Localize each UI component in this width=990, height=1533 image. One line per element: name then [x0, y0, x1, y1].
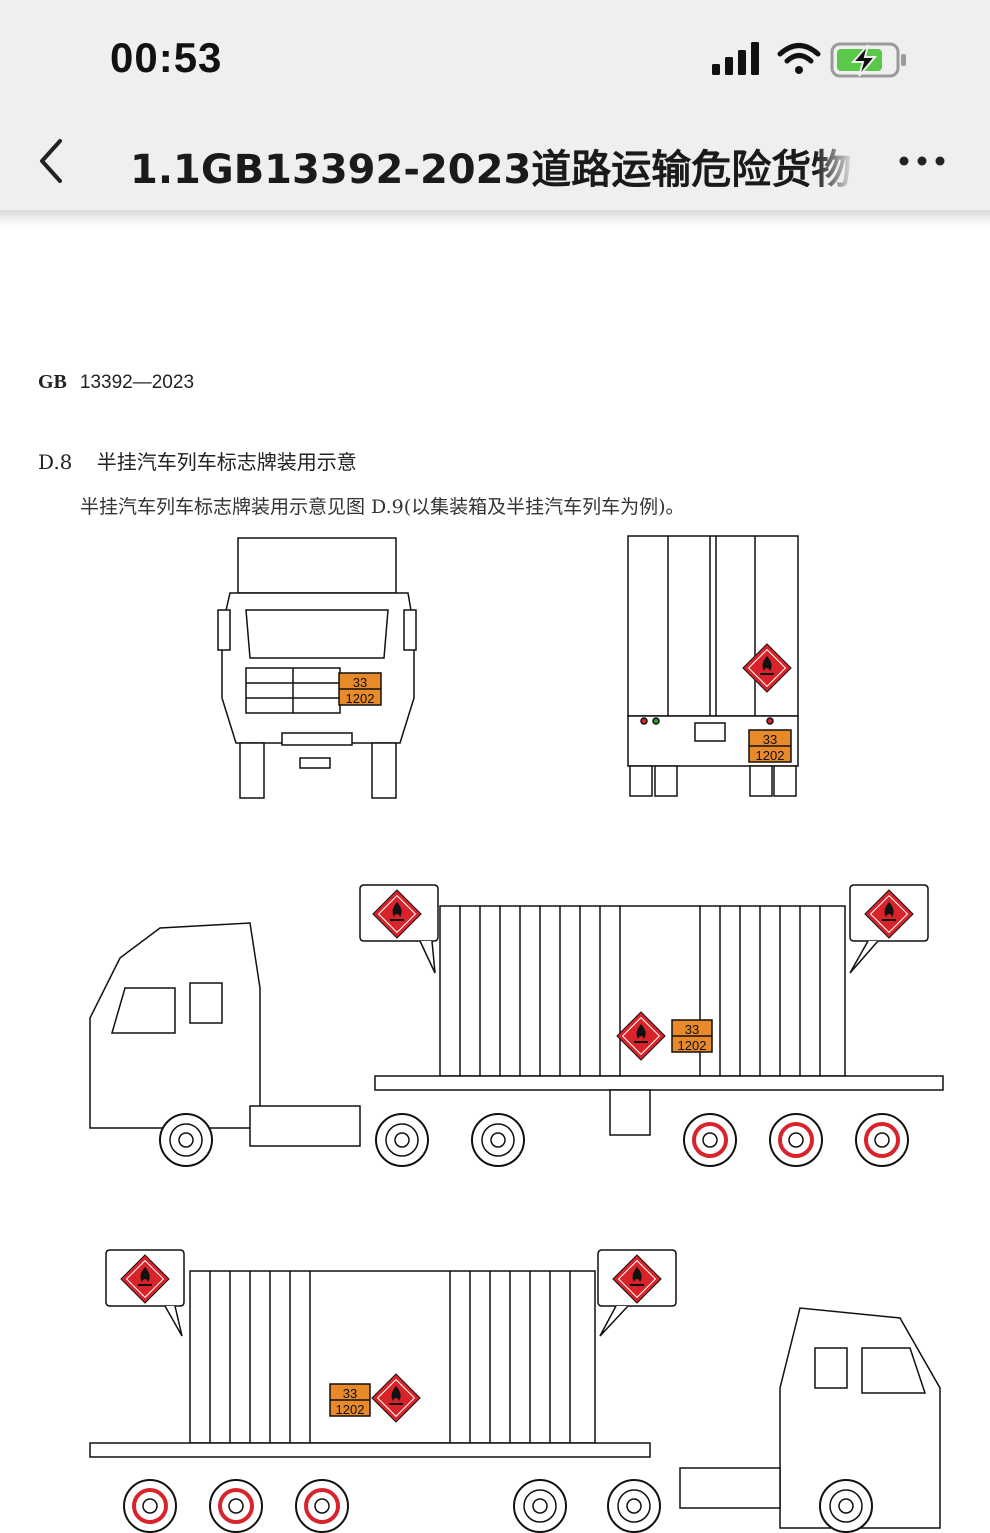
- orange-plate-front: 33 1202: [338, 672, 382, 706]
- semi-trailer-side-view-left-cab: [89, 905, 944, 1147]
- un-number: 1202: [756, 748, 785, 763]
- callout-left-1: [359, 884, 439, 974]
- orange-plate-side-2: 33 1202: [329, 1383, 371, 1417]
- battery-charging-icon: [830, 42, 906, 78]
- hazard-number: 33: [685, 1022, 699, 1037]
- standard-code: GB: [38, 371, 67, 393]
- section-paragraph: 半挂汽车列车标志牌装用示意见图 D.9(以集装箱及半挂汽车列车为例)。: [80, 496, 685, 518]
- status-bar: 00:53: [0, 0, 990, 115]
- orange-plate-rear: 33 1202: [748, 729, 792, 763]
- hazard-number: 33: [353, 675, 367, 690]
- clock-time: 00:53: [110, 34, 223, 81]
- document-page: GB 13392—2023 D.8 半挂汽车列车标志牌装用示意 半挂汽车列车标志…: [0, 228, 990, 1533]
- status-icons: [712, 42, 906, 78]
- callout-left-2: [105, 1249, 185, 1337]
- signal-icon: [712, 42, 759, 75]
- section-title: 半挂汽车列车标志牌装用示意: [96, 450, 357, 474]
- nav-bar: 1.1GB13392-2023道路运输危险货物: [0, 115, 990, 210]
- callout-right-1: [849, 884, 929, 974]
- un-number: 1202: [678, 1038, 707, 1053]
- hazard-number: 33: [763, 732, 777, 747]
- document-header: GB 13392—2023: [38, 371, 194, 394]
- orange-plate-side-1: 33 1202: [671, 1019, 713, 1053]
- wifi-icon: [777, 43, 821, 74]
- more-horizontal-icon: [899, 156, 945, 166]
- standard-number: 13392—2023: [79, 372, 195, 393]
- back-button[interactable]: [28, 135, 78, 189]
- hazard-number: 33: [343, 1386, 357, 1401]
- semi-trailer-placard-illustration: 33 1202 33 1202: [89, 535, 944, 1533]
- nav-divider: [0, 210, 990, 228]
- more-button[interactable]: [898, 151, 950, 171]
- callout-right-2: [597, 1249, 677, 1337]
- section-heading: D.8 半挂汽车列车标志牌装用示意: [38, 446, 357, 475]
- un-number: 1202: [346, 691, 375, 706]
- page-title: 1.1GB13392-2023道路运输危险货物: [130, 137, 855, 187]
- truck-front-view: [217, 537, 417, 799]
- chevron-left-icon: [40, 139, 62, 183]
- un-number: 1202: [336, 1402, 365, 1417]
- section-number: D.8: [38, 450, 73, 474]
